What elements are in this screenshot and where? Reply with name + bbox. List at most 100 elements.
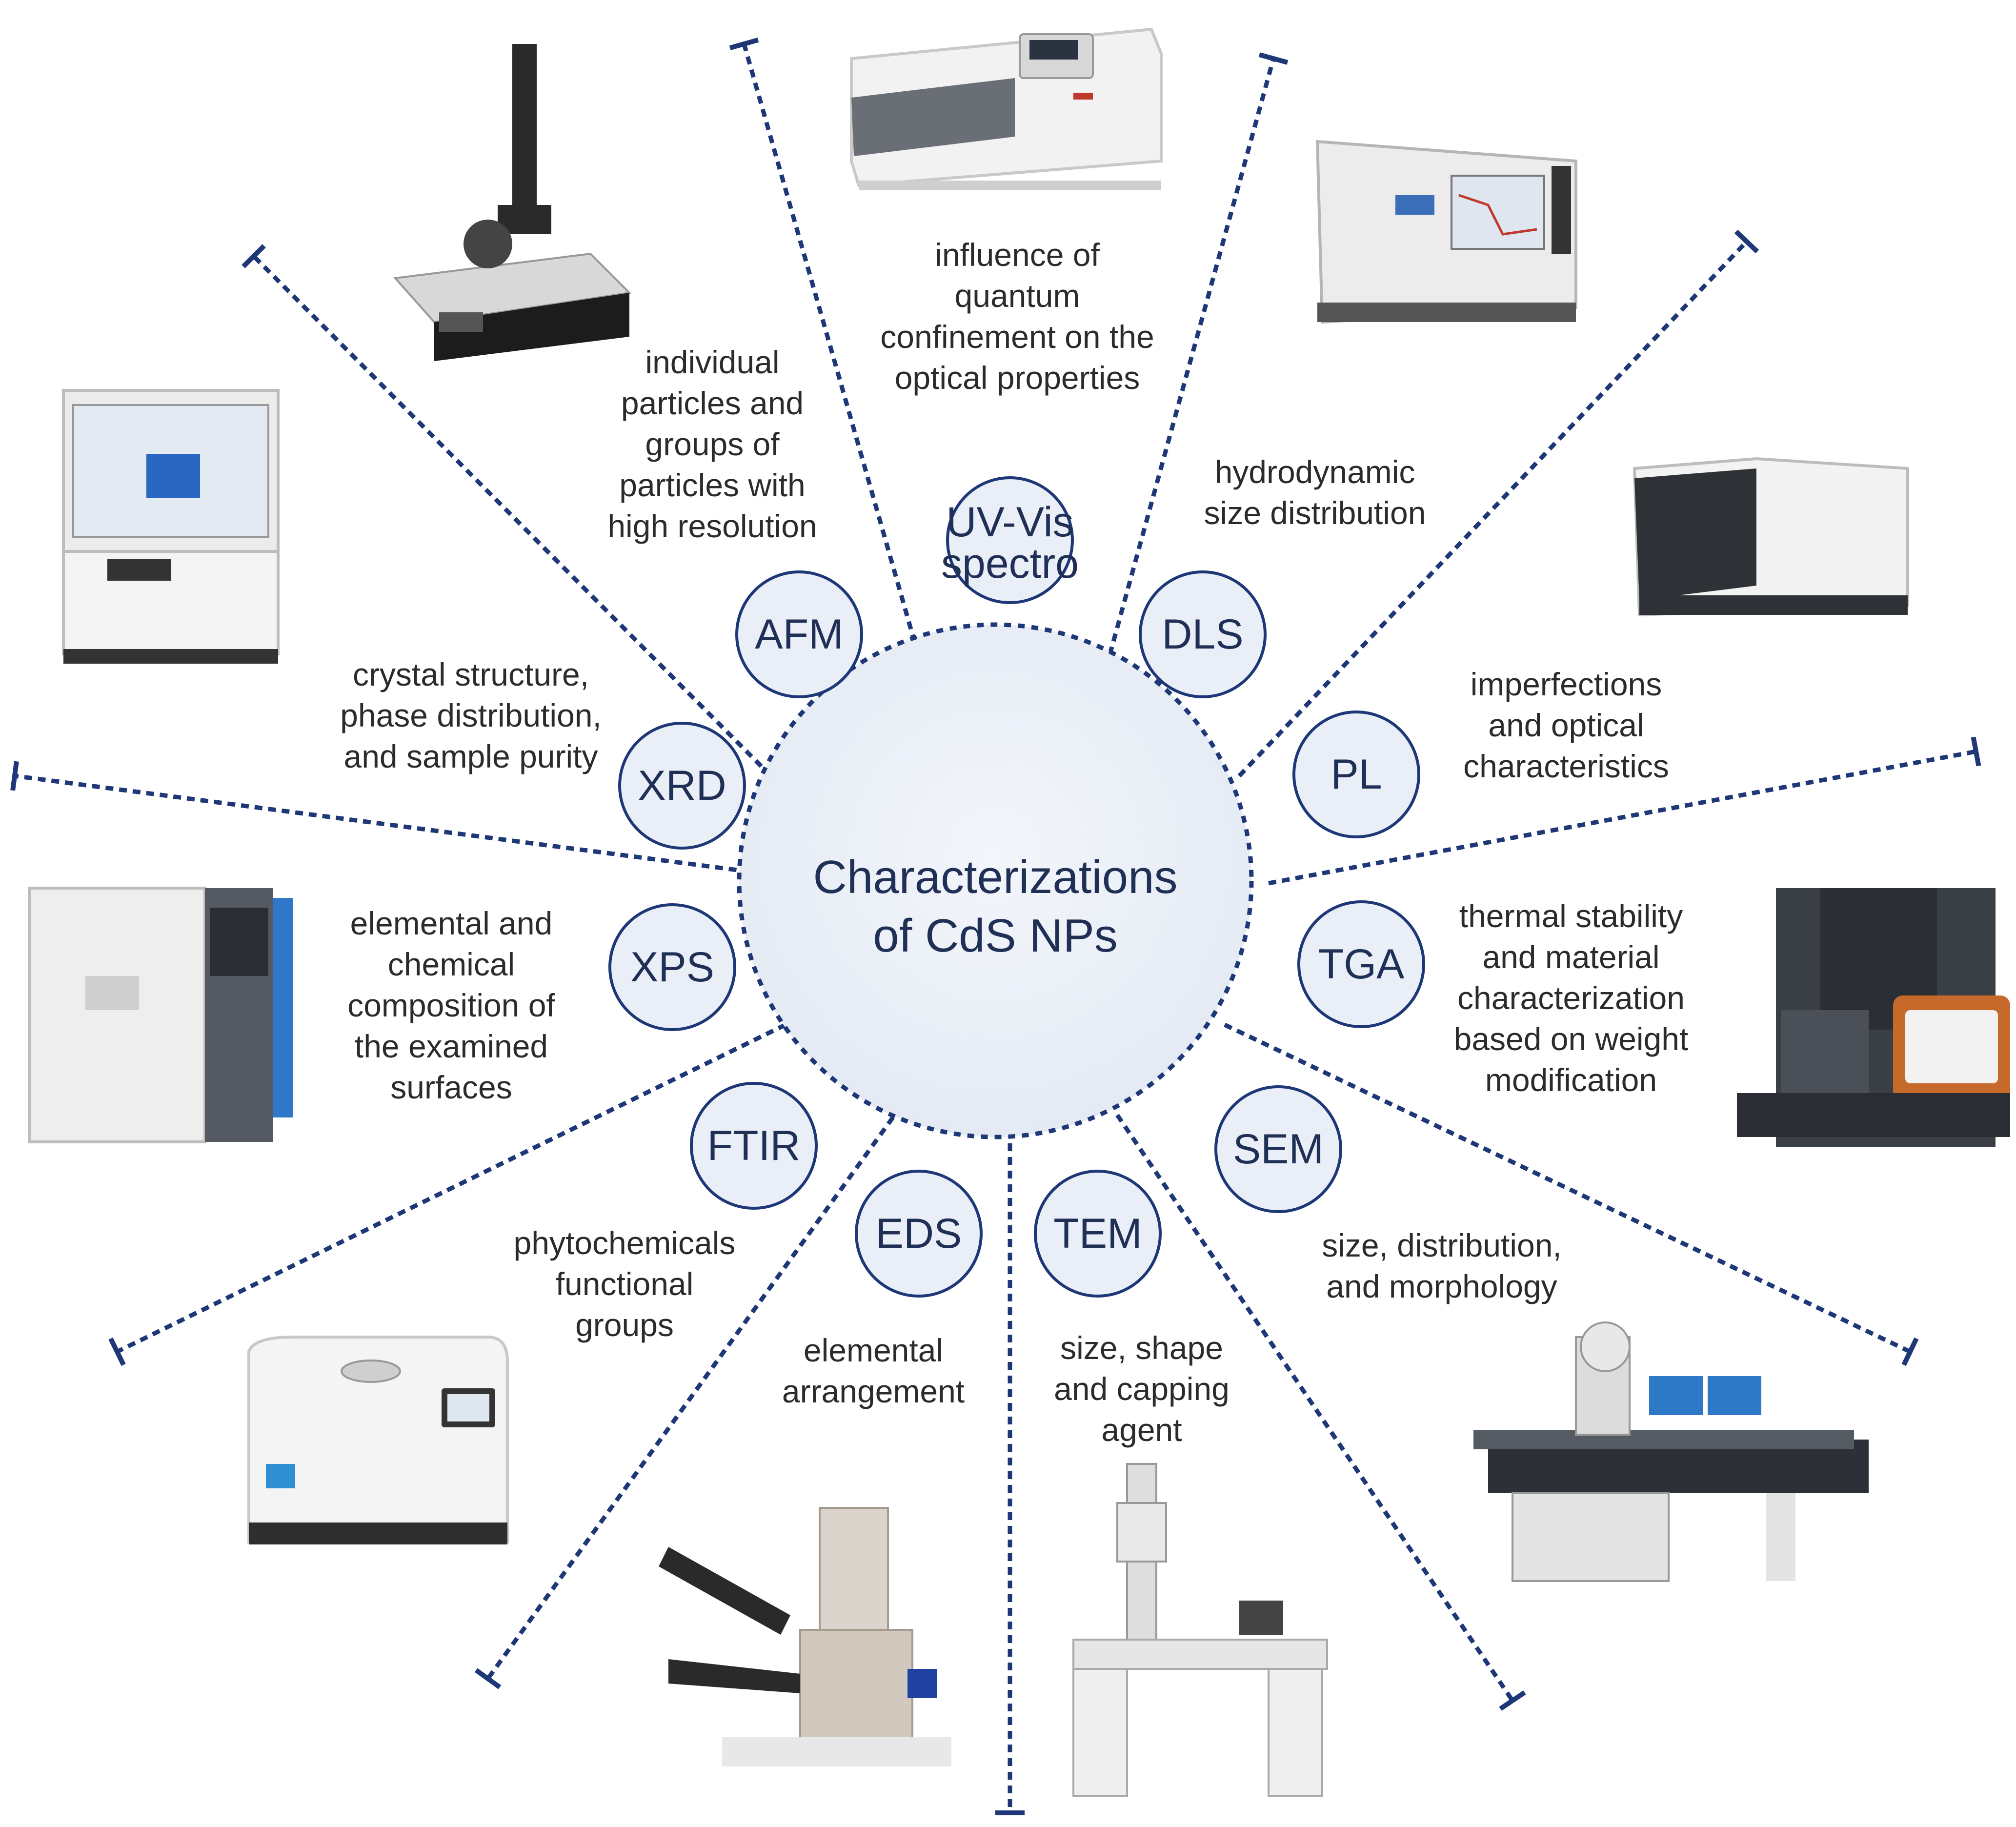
descriptions: influence of quantum confinement on the opt… bbox=[340, 237, 1688, 1448]
technique-uv-vis-label-line2: spectro bbox=[941, 540, 1079, 587]
description-afm-line: particles and bbox=[621, 385, 804, 421]
description-eds-line: arrangement bbox=[782, 1373, 965, 1409]
technique-tga-label: TGA bbox=[1318, 941, 1405, 988]
atomic-force-microscope bbox=[393, 44, 632, 361]
technique-tem-label: TEM bbox=[1053, 1210, 1142, 1257]
description-sem-line: and morphology bbox=[1326, 1268, 1557, 1304]
photoluminescence-spectrometer bbox=[1633, 457, 1909, 617]
description-uv-vis-line: optical properties bbox=[895, 360, 1140, 396]
technique-pl: PL bbox=[1292, 710, 1420, 838]
spoke-end-cap bbox=[1499, 1690, 1526, 1711]
description-tem-line: and capping bbox=[1054, 1371, 1230, 1407]
technique-xrd-label: XRD bbox=[638, 762, 726, 809]
description-tga-line: thermal stability bbox=[1459, 898, 1683, 934]
technique-tga-circle bbox=[1297, 900, 1425, 1028]
technique-afm-circle bbox=[735, 570, 863, 698]
description-dls-line: hydrodynamic bbox=[1215, 454, 1415, 490]
description-ftir: phytochemicals functional groups bbox=[514, 1225, 736, 1343]
spoke-end-cap bbox=[729, 37, 759, 51]
technique-sem-label: SEM bbox=[1233, 1126, 1324, 1173]
description-xrd-line: and sample purity bbox=[344, 738, 598, 774]
technique-xps: XPS bbox=[608, 903, 736, 1031]
thermogravimetric-analyzer bbox=[1737, 888, 2010, 1147]
instruments bbox=[28, 27, 2010, 1797]
description-ftir-line: functional bbox=[556, 1266, 694, 1302]
technique-xrd: XRD bbox=[618, 722, 746, 850]
technique-xps-label: XPS bbox=[630, 944, 714, 991]
eds-detector bbox=[659, 1507, 951, 1766]
technique-eds-label: EDS bbox=[876, 1210, 962, 1257]
description-eds: elemental arrangement bbox=[782, 1332, 965, 1409]
technique-uv-vis-circle bbox=[946, 476, 1074, 604]
technique-uv-vis: UV-Vis spectro bbox=[941, 476, 1079, 604]
center-title-line2: of CdS NPs bbox=[873, 910, 1118, 962]
ftir-spectrometer bbox=[247, 1336, 509, 1544]
technique-afm-label: AFM bbox=[755, 611, 844, 658]
description-afm-line: high resolution bbox=[607, 508, 817, 544]
description-uv-vis-line: influence of bbox=[935, 237, 1100, 273]
description-xps-line: chemical bbox=[388, 946, 515, 982]
technique-dls-circle bbox=[1139, 570, 1267, 698]
description-tga-line: characterization bbox=[1457, 980, 1685, 1016]
technique-dls-label: DLS bbox=[1162, 611, 1243, 658]
description-xrd: crystal structure, phase distribution, and… bbox=[340, 656, 602, 774]
description-pl-line: and optical bbox=[1488, 707, 1644, 743]
description-tga-line: and material bbox=[1482, 939, 1659, 975]
spoke-end-cap bbox=[1971, 736, 1981, 767]
technique-pl-label: PL bbox=[1331, 751, 1382, 798]
description-sem: size, distribution, and morphology bbox=[1322, 1227, 1562, 1304]
technique-tga: TGA bbox=[1297, 900, 1425, 1028]
description-uv-vis-line: confinement on the bbox=[880, 319, 1154, 355]
description-pl-line: imperfections bbox=[1471, 666, 1662, 702]
description-xrd-line: crystal structure, bbox=[353, 656, 589, 692]
technique-eds: EDS bbox=[855, 1170, 983, 1298]
xrd-diffractometer bbox=[62, 389, 280, 664]
description-afm-line: individual bbox=[645, 344, 779, 380]
description-xrd-line: phase distribution, bbox=[340, 697, 602, 733]
description-xps-line: elemental and bbox=[350, 905, 553, 941]
spoke-line bbox=[14, 773, 764, 876]
xps-instrument bbox=[28, 887, 293, 1143]
spoke-end-cap bbox=[242, 244, 266, 268]
description-sem-line: size, distribution, bbox=[1322, 1227, 1562, 1263]
technique-ftir-label: FTIR bbox=[707, 1122, 800, 1169]
dls-analyzer bbox=[1315, 140, 1577, 324]
uv-vis-spectrophotometer bbox=[850, 27, 1163, 190]
description-afm-line: groups of bbox=[645, 426, 780, 462]
spoke-line bbox=[1115, 1114, 1514, 1702]
scanning-electron-microscope bbox=[1473, 1321, 1869, 1582]
description-tem-line: size, shape bbox=[1060, 1330, 1223, 1366]
center-circle bbox=[737, 622, 1254, 1139]
technique-afm: AFM bbox=[735, 570, 863, 698]
technique-eds-circle bbox=[855, 1170, 983, 1298]
description-xps-line: the examined bbox=[355, 1028, 548, 1064]
description-xps-line: composition of bbox=[347, 987, 555, 1023]
description-eds-line: elemental bbox=[804, 1332, 943, 1368]
spoke-end-cap bbox=[1734, 229, 1759, 254]
spoke-end-cap bbox=[1258, 52, 1289, 65]
spoke-end-cap bbox=[10, 761, 19, 791]
technique-sem: SEM bbox=[1214, 1085, 1342, 1213]
technique-pl-circle bbox=[1292, 710, 1420, 838]
spoke-line bbox=[1268, 749, 1976, 886]
spoke-line bbox=[116, 1022, 786, 1354]
spokes bbox=[10, 37, 1981, 1815]
technique-sem-circle bbox=[1214, 1085, 1342, 1213]
description-tga: thermal stability and material characteriz… bbox=[1454, 898, 1689, 1098]
transmission-electron-microscope bbox=[1072, 1463, 1328, 1797]
spoke-end-cap bbox=[108, 1337, 126, 1366]
spoke-line bbox=[486, 1116, 895, 1680]
technique-xps-circle bbox=[608, 903, 736, 1031]
spoke-end-cap bbox=[1901, 1337, 1919, 1366]
description-ftir-line: phytochemicals bbox=[514, 1225, 736, 1261]
technique-ftir-circle bbox=[690, 1082, 818, 1210]
description-uv-vis-line: quantum bbox=[955, 278, 1080, 314]
description-ftir-line: groups bbox=[575, 1307, 674, 1343]
spoke-line bbox=[1100, 58, 1276, 682]
spoke-end-cap bbox=[474, 1668, 502, 1689]
spoke-line bbox=[1224, 1022, 1911, 1354]
center-node: Characterizations of CdS NPs bbox=[737, 622, 1254, 1139]
